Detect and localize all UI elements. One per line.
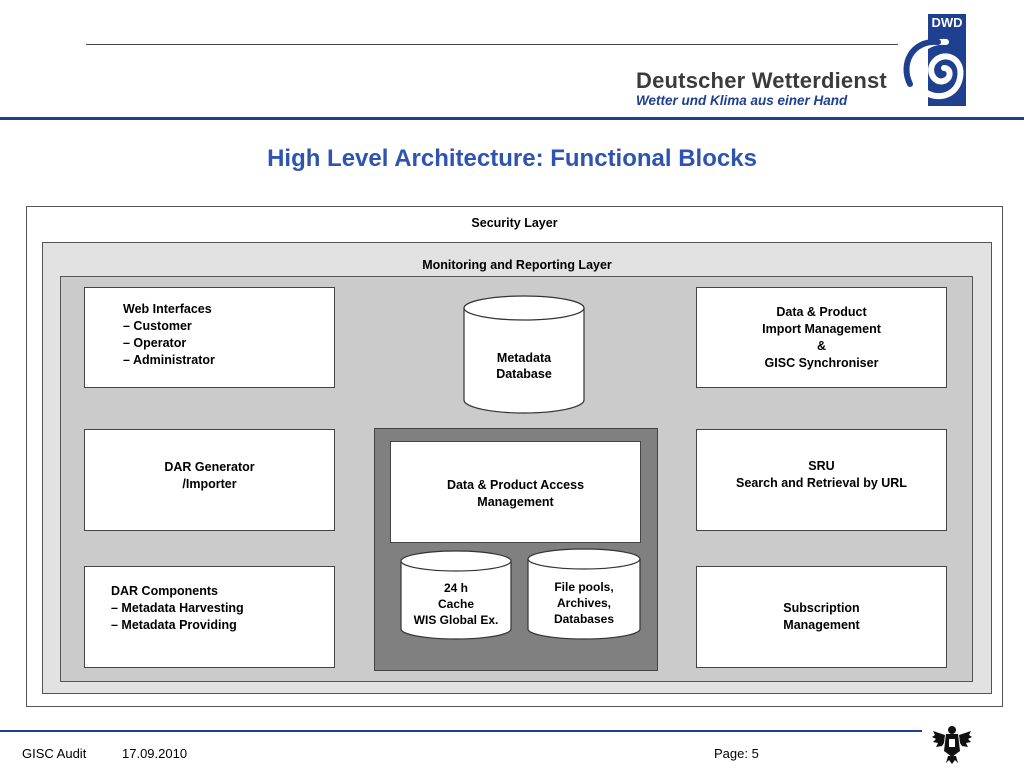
access-management-line1: Data & Product Access [446, 477, 585, 492]
file-pools-label: File pools, Archives, Databases [527, 579, 641, 627]
metadata-database-label: Metadata Database [464, 350, 584, 382]
web-interfaces-block: Web Interfaces – Customer – Operator – A… [84, 287, 335, 388]
header-rule [86, 44, 898, 45]
slide-title: High Level Architecture: Functional Bloc… [267, 145, 757, 172]
dar-generator-line2: /Importer [182, 477, 237, 491]
web-interfaces-item-customer: – Customer [123, 319, 192, 333]
web-interfaces-item-operator: – Operator [123, 336, 187, 350]
footer-rule [0, 730, 922, 732]
metadata-database-line1: Metadata [496, 351, 552, 365]
sru-line1: SRU [808, 459, 835, 473]
import-management-line4: GISC Synchroniser [764, 355, 879, 370]
dar-components-line1: DAR Components [111, 584, 218, 598]
footer-date: 17.09.2010 [122, 746, 188, 761]
file-pools-line3: Databases [553, 612, 615, 626]
dar-components-block: DAR Components – Metadata Harvesting – M… [84, 566, 335, 668]
file-pools-line1: File pools, [554, 580, 614, 594]
footer-page: Page: 5 [714, 746, 759, 761]
subscription-management-line2: Management [783, 618, 860, 632]
dar-components-line2: – Metadata Harvesting [111, 601, 244, 615]
dar-components-line3: – Metadata Providing [111, 618, 237, 632]
file-pools-line2: Archives, [556, 596, 612, 610]
web-interfaces-item-administrator: – Administrator [123, 353, 215, 367]
monitoring-layer-label: Monitoring and Reporting Layer [422, 258, 612, 272]
import-management-block: Data & Product Import Management & GISC … [696, 287, 947, 388]
org-name: Deutscher Wetterdienst [636, 68, 887, 93]
cache-line1: 24 h [443, 581, 468, 595]
metadata-database-cylinder [463, 295, 585, 414]
eagle-icon [932, 726, 972, 764]
file-pools-cylinder [527, 548, 641, 640]
security-layer-label: Security Layer [471, 216, 558, 230]
cache-cylinder [400, 550, 512, 640]
web-interfaces-title: Web Interfaces [123, 302, 212, 316]
cache-line3: WIS Global Ex. [413, 613, 499, 627]
access-management-line2: Management [477, 494, 554, 509]
access-management-block: Data & Product Access Management [390, 441, 641, 543]
dar-generator-line1: DAR Generator [164, 460, 255, 474]
cache-label: 24 h Cache WIS Global Ex. [400, 580, 512, 628]
swirl-icon [903, 32, 966, 106]
dwd-logo-text: DWD [928, 14, 966, 32]
dwd-logo: DWD [898, 14, 968, 110]
subscription-management-block: Subscription Management [696, 566, 947, 668]
header-accent-bar [0, 117, 1024, 120]
sru-line2: Search and Retrieval by URL [736, 476, 907, 490]
footer-doc: GISC Audit [22, 746, 87, 761]
org-tagline: Wetter und Klima aus einer Hand [636, 93, 848, 108]
cache-line2: Cache [437, 597, 475, 611]
sru-block: SRU Search and Retrieval by URL [696, 429, 947, 531]
subscription-management-line1: Subscription [783, 601, 860, 615]
import-management-line3: & [816, 338, 827, 353]
dar-generator-block: DAR Generator /Importer [84, 429, 335, 531]
import-management-line2: Import Management [762, 321, 881, 336]
metadata-database-line2: Database [496, 367, 552, 381]
import-management-line1: Data & Product [776, 304, 867, 319]
